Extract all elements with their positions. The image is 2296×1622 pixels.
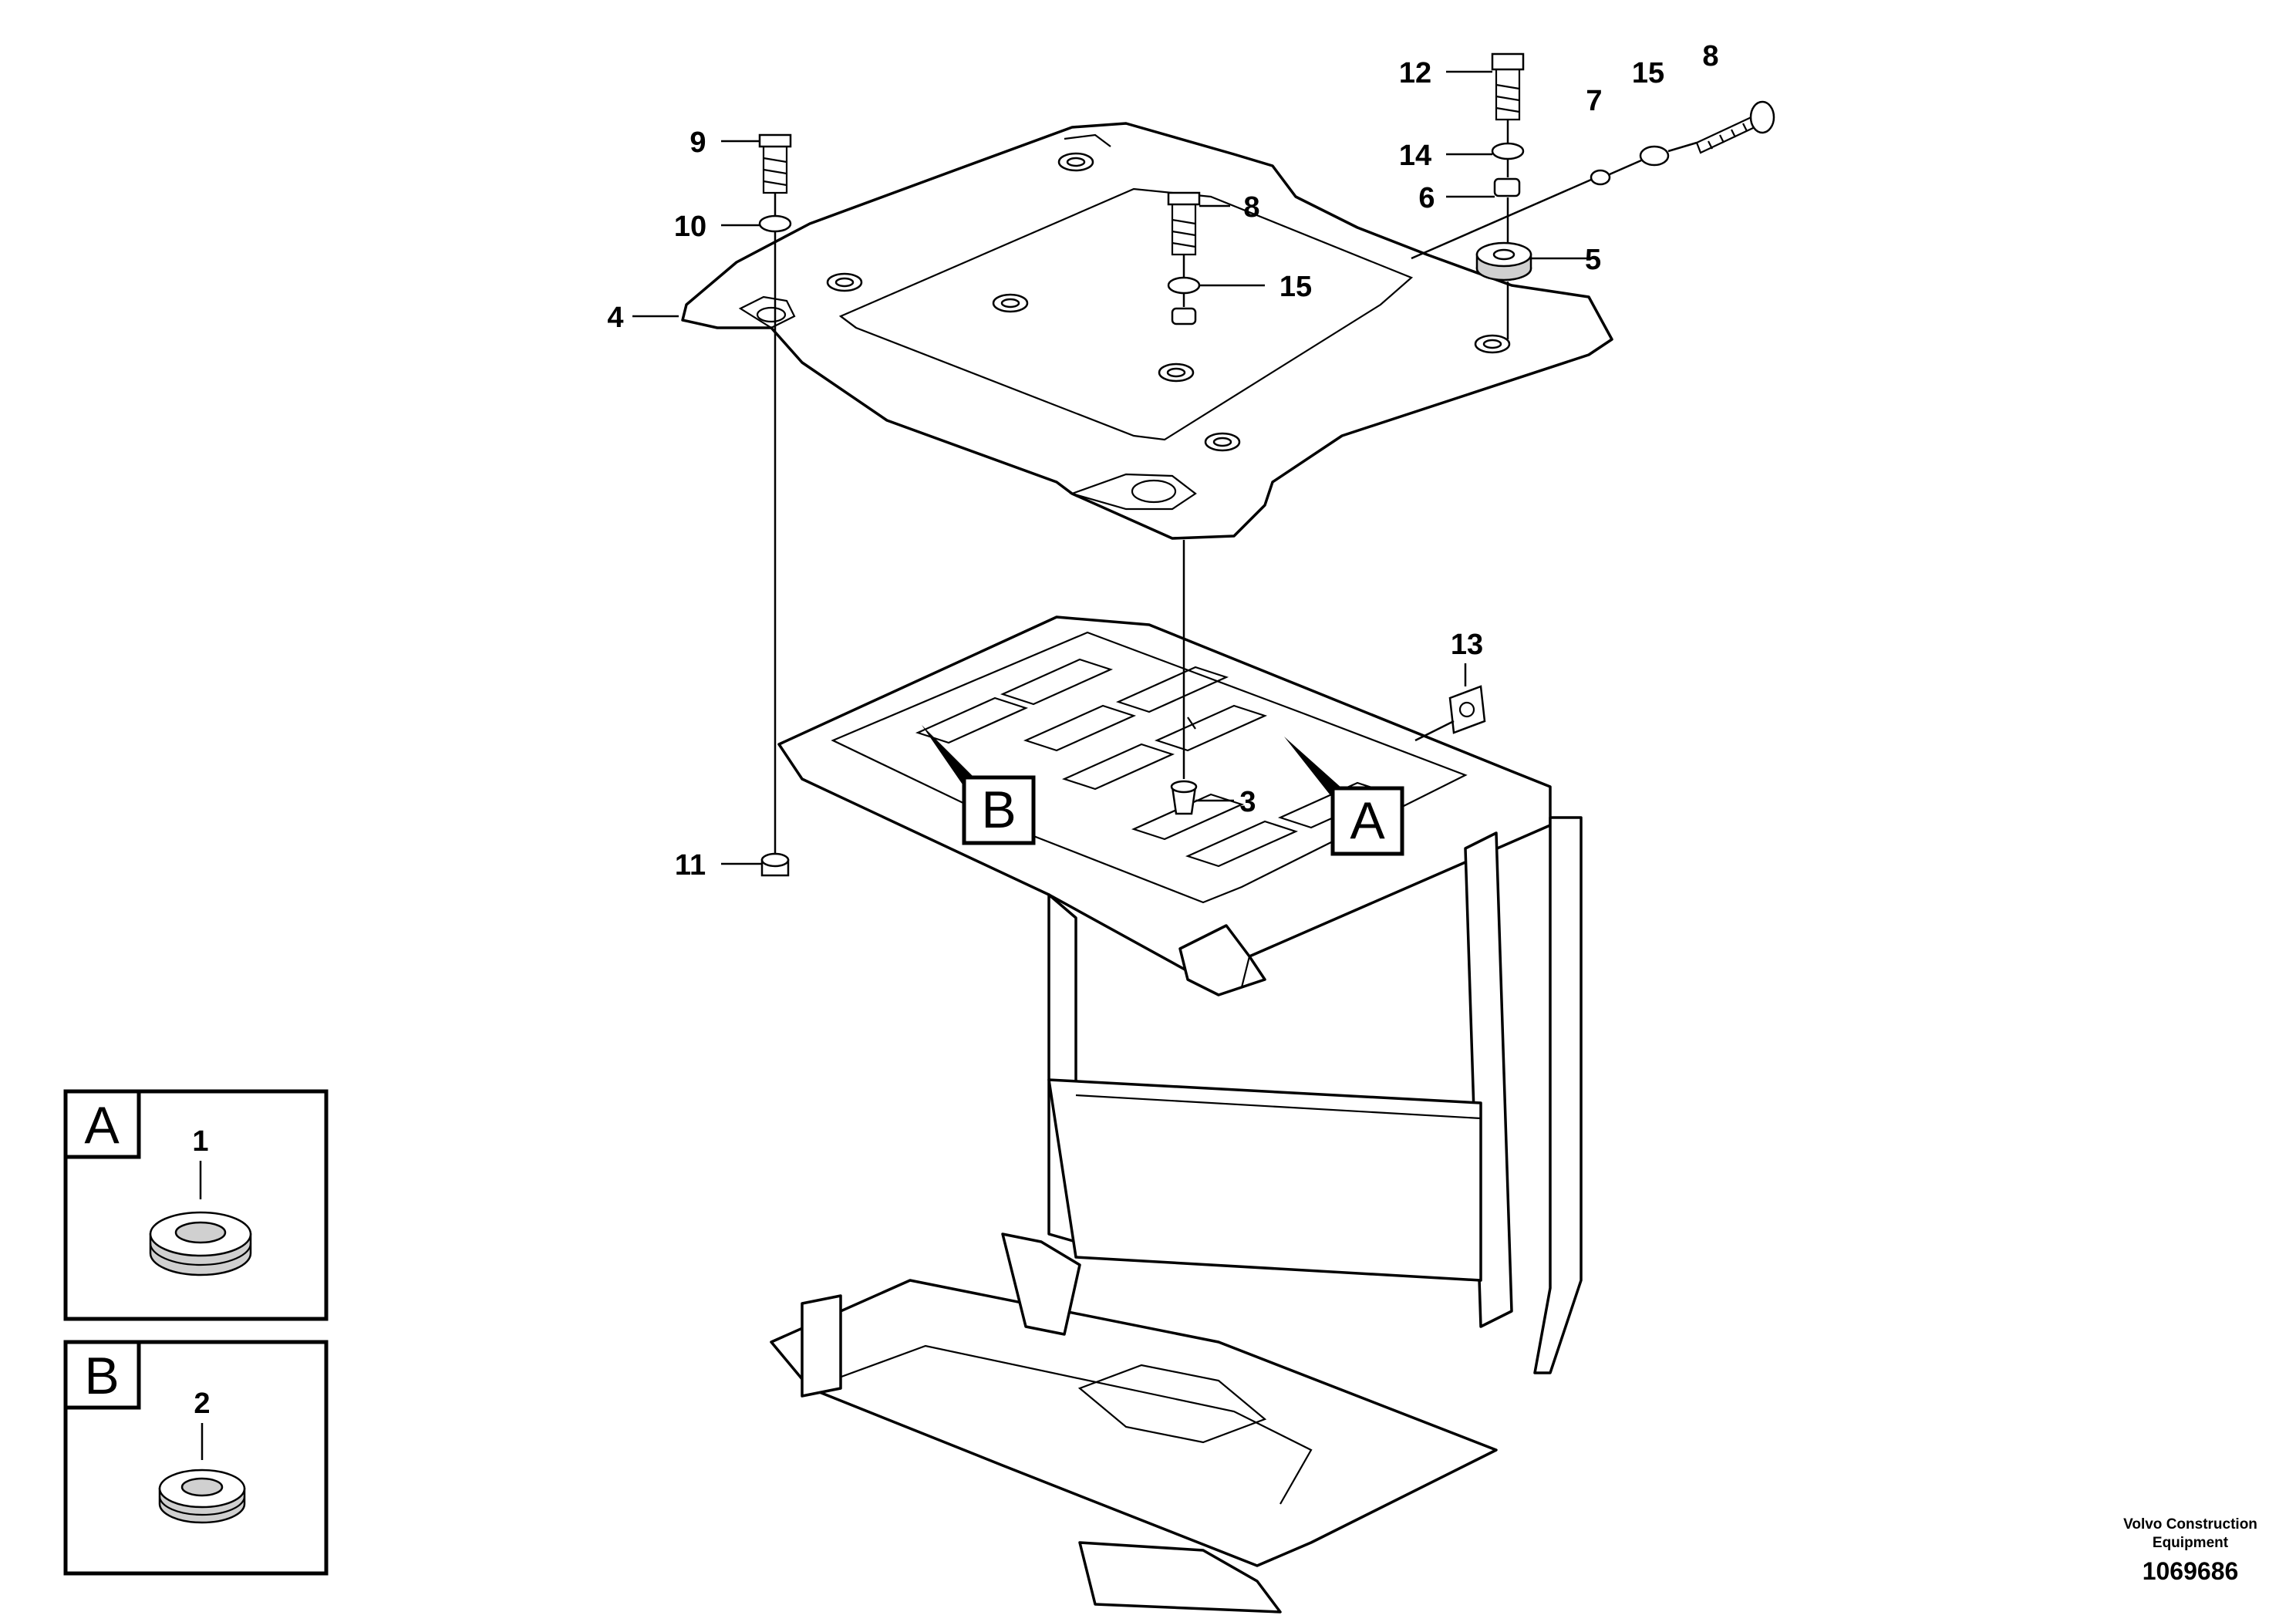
callout-4: 4 bbox=[607, 302, 623, 334]
brand-line-1: Volvo Construction bbox=[2123, 1516, 2257, 1533]
nut-11 bbox=[760, 852, 790, 877]
footer-brand: Volvo Construction Equipment 1069686 bbox=[2123, 1516, 2257, 1585]
washer-10 bbox=[758, 214, 792, 233]
view-marker-b: B bbox=[922, 725, 1036, 845]
detail-b-letter: B bbox=[84, 1347, 119, 1405]
leader-lines bbox=[632, 70, 1589, 865]
callout-11: 11 bbox=[675, 849, 706, 882]
callout-14: 14 bbox=[1399, 140, 1431, 172]
svg-text:B: B bbox=[981, 781, 1016, 839]
brand-line-2: Equipment bbox=[2153, 1535, 2229, 1551]
callout-15-right: 15 bbox=[1632, 57, 1664, 89]
callout-8-right: 8 bbox=[1702, 40, 1718, 73]
detail-box-a: A 1 bbox=[63, 1089, 329, 1321]
grommet-2 bbox=[158, 1469, 246, 1524]
bolt-12 bbox=[1491, 52, 1525, 121]
washer-15-middle bbox=[1167, 276, 1201, 295]
bolt-9 bbox=[758, 133, 792, 194]
rivet-nut-3 bbox=[1170, 780, 1198, 815]
washer-15-right bbox=[1639, 145, 1670, 167]
callout-13: 13 bbox=[1451, 629, 1483, 661]
callout-5: 5 bbox=[1585, 244, 1601, 276]
washer-14 bbox=[1491, 142, 1525, 160]
callout-12: 12 bbox=[1399, 57, 1431, 89]
cab-frame bbox=[770, 615, 1583, 1614]
spacer-6 bbox=[1493, 177, 1521, 197]
callout-6: 6 bbox=[1418, 182, 1435, 214]
rubber-mount-5 bbox=[1475, 241, 1532, 282]
view-marker-a: A bbox=[1284, 737, 1404, 856]
nut-7 bbox=[1590, 169, 1611, 186]
drawing-number: 1069686 bbox=[2143, 1557, 2239, 1585]
callout-7: 7 bbox=[1586, 85, 1602, 117]
detail-a-letter: A bbox=[84, 1096, 120, 1155]
callout-labels: 9 10 4 8 15 12 14 6 7 15 8 5 13 3 11 bbox=[607, 40, 1718, 882]
callout-10: 10 bbox=[674, 211, 706, 243]
callout-15-middle: 15 bbox=[1279, 271, 1312, 303]
roof-grommet-holes bbox=[826, 152, 1511, 452]
callout-8-middle: 8 bbox=[1243, 191, 1259, 224]
detail-a-part-label: 1 bbox=[192, 1125, 208, 1158]
callout-3: 3 bbox=[1239, 786, 1256, 818]
bolt-8-right bbox=[1695, 100, 1775, 154]
detail-b-part-label: 2 bbox=[194, 1388, 210, 1420]
hardware bbox=[758, 52, 1775, 877]
clip-13 bbox=[1448, 685, 1486, 734]
grommet-1 bbox=[149, 1211, 252, 1276]
assembly-lines bbox=[774, 120, 1698, 855]
callout-9: 9 bbox=[689, 126, 706, 159]
roof-panel bbox=[681, 122, 1613, 540]
spacer-middle bbox=[1171, 307, 1197, 325]
detail-box-b: B 2 bbox=[63, 1340, 329, 1576]
svg-text:A: A bbox=[1350, 791, 1385, 850]
